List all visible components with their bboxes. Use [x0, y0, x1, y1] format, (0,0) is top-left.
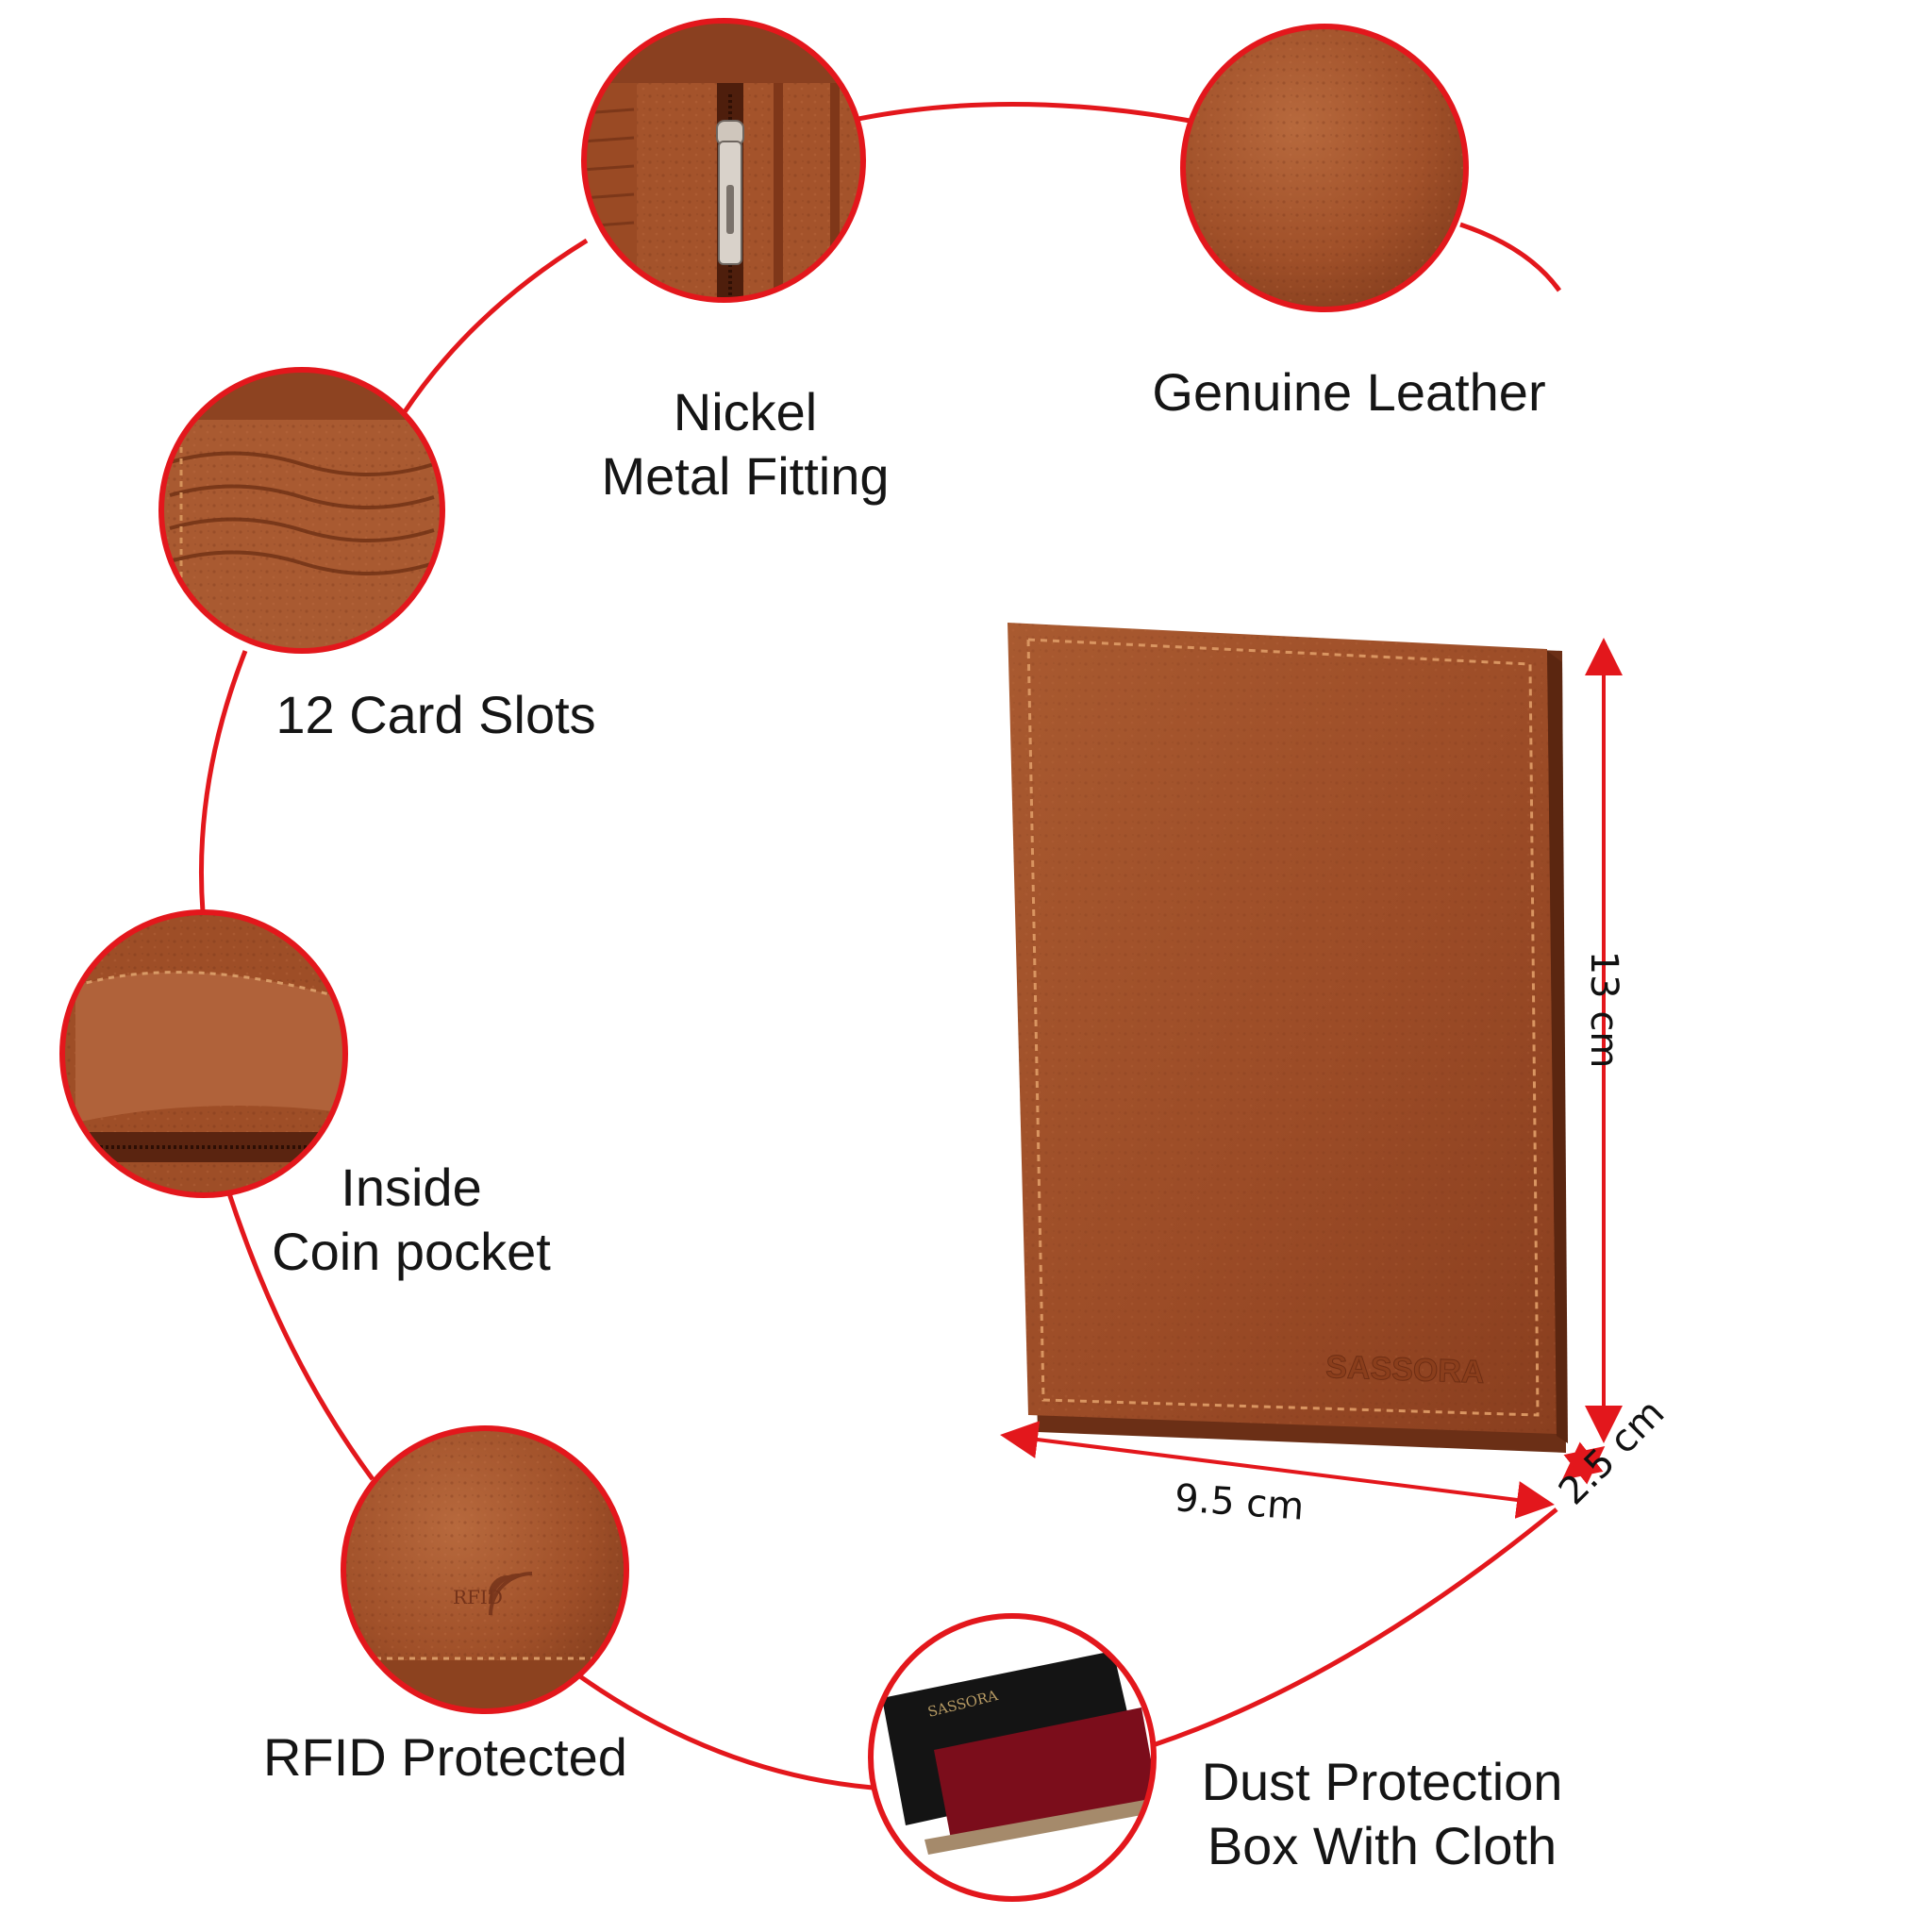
label-nickel-line2: Metal Fitting [601, 446, 890, 506]
rfid-wave-icon [489, 1572, 533, 1616]
wallet-product: SASSORA [1008, 623, 1568, 1453]
arc-top-right [1459, 222, 1562, 292]
nickel-fitting-closeup [581, 18, 866, 303]
width-arrow [1000, 1421, 1555, 1519]
arc-bottom-right [1152, 1507, 1558, 1748]
label-dust-line2: Box With Cloth [1207, 1816, 1557, 1875]
arc-left [198, 650, 248, 913]
label-coin-line1: Inside [341, 1158, 482, 1217]
coin-pocket-closeup [59, 909, 348, 1198]
wallet-brand-emboss: SASSORA [1325, 1349, 1485, 1391]
label-nickel-fitting: Nickel Metal Fitting [566, 380, 924, 508]
label-rfid-line1: RFID Protected [263, 1727, 627, 1787]
dimension-height: 13 cm [1582, 950, 1625, 1069]
rfid-closeup: RFID [341, 1425, 629, 1714]
card-slots-closeup [158, 367, 445, 654]
label-leather-line1: Genuine Leather [1152, 362, 1546, 422]
label-dust-line1: Dust Protection [1201, 1752, 1563, 1811]
dimension-arrows [1000, 638, 1623, 1519]
arc-upper-left [401, 238, 589, 415]
connector-arcs [198, 102, 1562, 1790]
label-coin-line2: Coin pocket [272, 1222, 551, 1281]
genuine-leather-closeup [1180, 24, 1469, 312]
arc-lower-left [226, 1192, 375, 1481]
dimension-width: 9.5 cm [1173, 1476, 1306, 1529]
label-nickel-line1: Nickel [673, 382, 818, 441]
arc-bottom [575, 1672, 874, 1790]
label-card-slots-line1: 12 Card Slots [275, 685, 596, 744]
rfid-badge-text: RFID [453, 1586, 503, 1608]
label-card-slots: 12 Card Slots [257, 683, 615, 747]
dust-box-closeup: SASSORA [868, 1613, 1157, 1902]
arc-top [848, 102, 1201, 125]
zipper-icon [716, 120, 744, 265]
label-coin-pocket: Inside Coin pocket [251, 1156, 572, 1284]
label-genuine-leather: Genuine Leather [1132, 360, 1566, 425]
label-rfid: RFID Protected [247, 1725, 643, 1790]
label-dust-box: Dust Protection Box With Cloth [1174, 1750, 1590, 1878]
depth-arrow [1561, 1441, 1606, 1485]
